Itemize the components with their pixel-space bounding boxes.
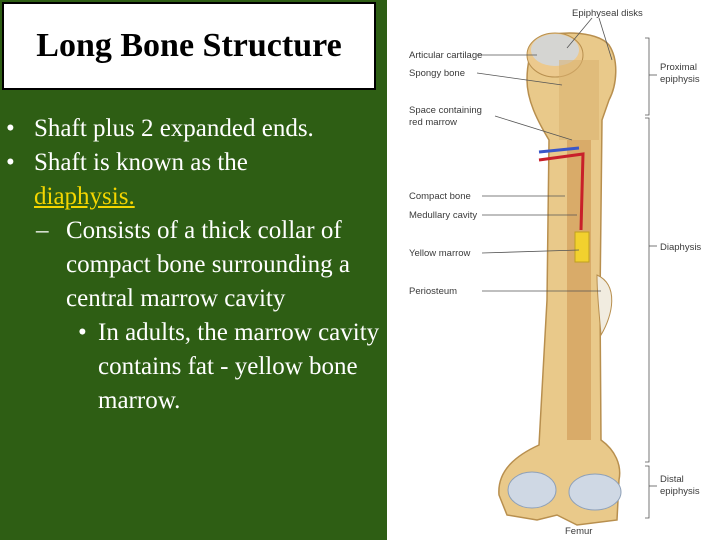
- sub-bullet-text: Consists of a thick collar of compact bo…: [66, 217, 350, 312]
- sub-sub-bullet: • In adults, the marrow cavity contains …: [6, 316, 386, 418]
- label-space-marrow-1: Space containing: [409, 105, 482, 116]
- bullet-list: • Shaft plus 2 expanded ends. • Shaft is…: [6, 112, 386, 418]
- label-space-marrow-2: red marrow: [409, 117, 457, 128]
- label-proximal-1: Proximal: [660, 62, 697, 73]
- bullet-2-cont: diaphysis.: [6, 180, 386, 214]
- distal-condyle-right: [568, 473, 622, 511]
- label-medullary-cavity: Medullary cavity: [409, 210, 477, 221]
- bullet-dot: •: [78, 319, 87, 346]
- bullet-dot: •: [6, 149, 15, 176]
- label-epiphyseal-disks: Epiphyseal disks: [572, 8, 643, 19]
- label-proximal-2: epiphysis: [660, 74, 700, 85]
- label-femur: Femur: [565, 526, 592, 537]
- label-spongy-bone: Spongy bone: [409, 68, 465, 79]
- bullet-dot: •: [6, 115, 15, 142]
- leader-lines: [476, 17, 657, 519]
- blood-vessel-red: [538, 152, 585, 231]
- yellow-marrow: [574, 231, 590, 263]
- sub-dash: –: [36, 217, 49, 244]
- label-articular-cartilage: Articular cartilage: [409, 50, 482, 61]
- label-distal-1: Distal: [660, 474, 684, 485]
- femur-diagram: Epiphyseal disks Articular cartilage Spo…: [387, 0, 720, 540]
- sub-bullet: – Consists of a thick collar of compact …: [6, 214, 386, 316]
- spongy-bone-area: [559, 60, 599, 140]
- medullary-cavity: [567, 140, 591, 440]
- title-box: Long Bone Structure: [2, 2, 376, 90]
- distal-condyle-left: [507, 471, 557, 509]
- label-periosteum: Periosteum: [409, 286, 457, 297]
- blood-vessel-blue: [538, 146, 580, 154]
- bullet-2-text: Shaft is known as the: [34, 149, 248, 176]
- label-diaphysis: Diaphysis: [660, 242, 701, 253]
- bullet-1-text: Shaft plus 2 expanded ends.: [34, 115, 314, 142]
- bullet-2: • Shaft is known as the: [6, 146, 386, 180]
- bullet-1: • Shaft plus 2 expanded ends.: [6, 112, 386, 146]
- articular-cartilage: [531, 34, 579, 66]
- label-distal-2: epiphysis: [660, 486, 700, 497]
- label-compact-bone: Compact bone: [409, 191, 471, 202]
- diaphysis-link[interactable]: diaphysis.: [34, 183, 135, 210]
- label-yellow-marrow: Yellow marrow: [409, 248, 471, 259]
- periosteum-flap: [596, 274, 613, 337]
- sub-sub-bullet-text: In adults, the marrow cavity contains fa…: [98, 319, 380, 414]
- femur-svg: Epiphyseal disks Articular cartilage Spo…: [409, 8, 701, 537]
- slide-title: Long Bone Structure: [36, 27, 342, 64]
